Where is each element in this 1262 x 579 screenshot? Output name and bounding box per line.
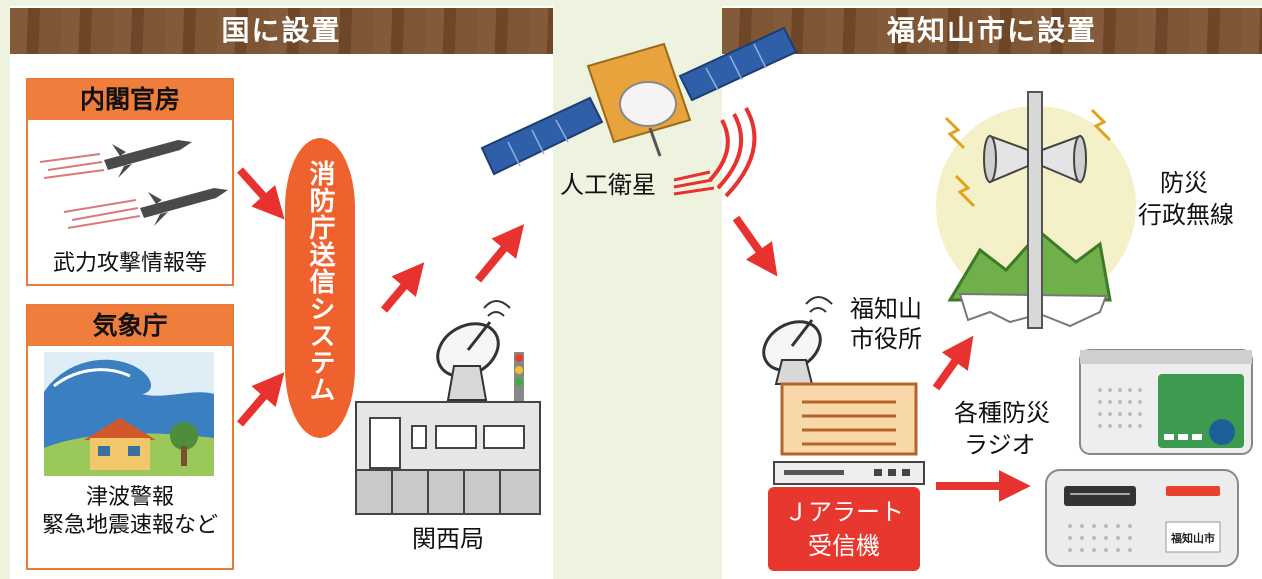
city-hall-label-line2: 市役所 — [850, 325, 922, 353]
radio-brand-label: 福知山市 — [1170, 531, 1215, 545]
satellite-label: 人工衛星 — [560, 171, 656, 199]
arrow-station-to-satellite-low — [380, 262, 425, 313]
arrow-satellite-to-cityhall — [732, 215, 778, 277]
cabinet-secretariat-title: 内閣官房 — [28, 80, 232, 120]
city-header: 福知山市に設置 — [722, 8, 1262, 54]
satellite-icon — [480, 26, 798, 198]
jalert-label-line2: 受信機 — [808, 532, 880, 560]
tsunami-house-icon — [44, 352, 214, 476]
arrow-cabinet-to-system — [237, 167, 285, 220]
cabinet-secretariat-caption: 武力攻撃情報等 — [52, 251, 207, 276]
fdma-transmission-system-label: 消防庁送信システム — [305, 160, 335, 403]
fdma-transmission-system: 消防庁送信システム — [285, 138, 355, 438]
radios-label-line2: ラジオ — [964, 431, 1036, 459]
national-header: 国に設置 — [10, 8, 553, 54]
jma-title: 気象庁 — [28, 306, 232, 346]
arrow-receiver-to-speaker — [932, 335, 974, 391]
jma-caption-line1: 津波警報 — [85, 485, 174, 510]
jalert-receiver-icon — [762, 296, 925, 485]
arrow-station-to-satellite — [474, 224, 525, 283]
kansai-station-icon — [355, 300, 541, 515]
jalert-receiver-box: Ｊアラート 受信機 — [768, 487, 920, 571]
cabinet-secretariat-box: 内閣官房 武力攻撃情報等 — [26, 78, 234, 286]
bousai-musen-label-line2: 行政無線 — [1138, 201, 1234, 229]
disaster-radio-icon — [1079, 349, 1253, 455]
portable-radio-icon: 福知山市 — [1045, 469, 1239, 567]
missile-icon — [39, 140, 228, 229]
kansai-station-label: 関西局 — [412, 525, 484, 553]
jma-caption-line2: 緊急地震速報など — [41, 513, 218, 538]
bousai-musen-label-line1: 防災 — [1160, 169, 1208, 197]
radios-label-line1: 各種防災 — [954, 399, 1050, 427]
jalert-label-line1: Ｊアラート — [784, 498, 904, 526]
arrow-jma-to-system — [236, 372, 285, 427]
loudspeaker-tower-icon — [936, 91, 1136, 329]
jma-box: 気象庁 津波警報 緊急地震速報など — [26, 304, 234, 570]
city-hall-label-line1: 福知山 — [850, 295, 922, 323]
